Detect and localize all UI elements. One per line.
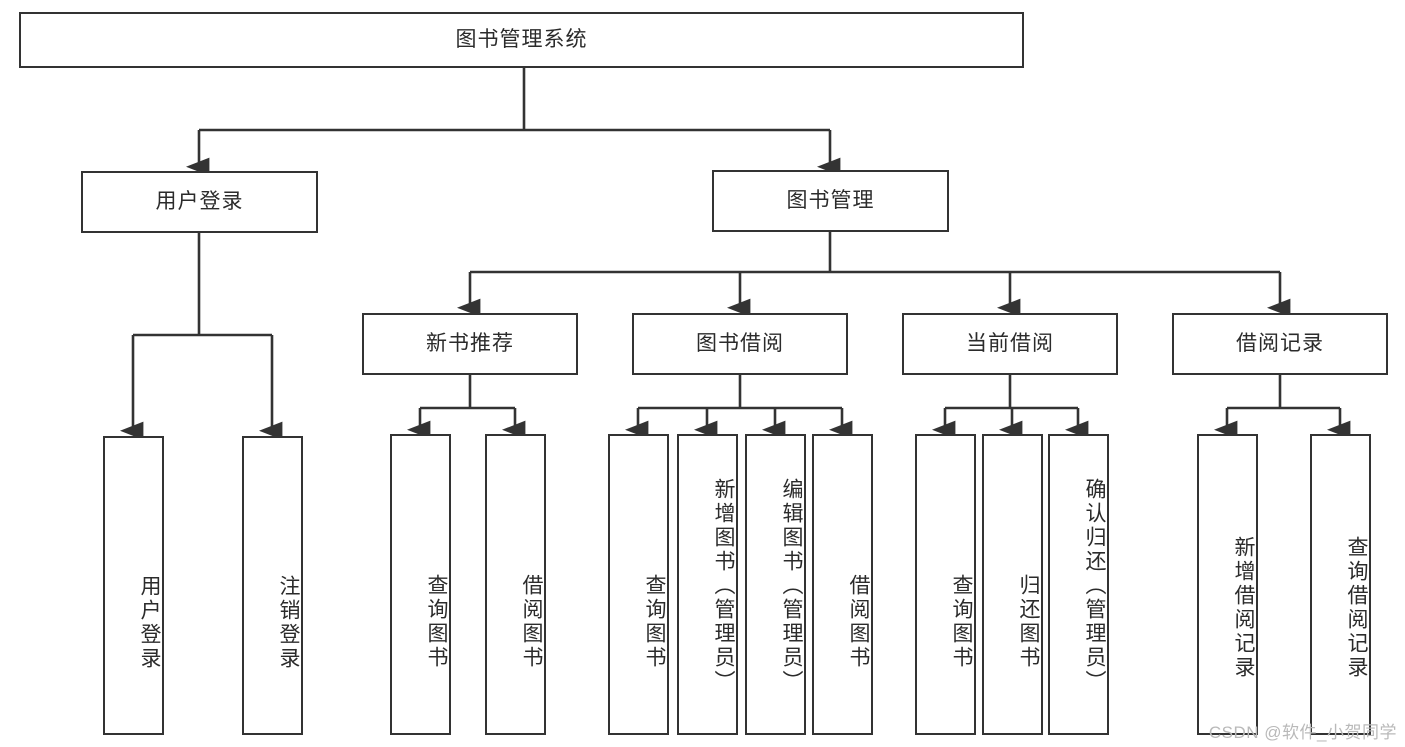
leaf-edit-book-admin[interactable]: 编辑图书（管理员） — [745, 434, 806, 735]
leaf-add-borrow-record[interactable]: 新增借阅记录 — [1197, 434, 1258, 735]
leaf-query-book-recommend[interactable]: 查询图书 — [390, 434, 451, 735]
node-label: 用户登录 — [155, 189, 244, 213]
leaf-query-borrow-record[interactable]: 查询借阅记录 — [1310, 434, 1371, 735]
leaf-borrow-book[interactable]: 借阅图书 — [812, 434, 873, 735]
node-label: 查询借阅记录 — [1345, 535, 1368, 680]
node-user-login[interactable]: 用户登录 — [81, 171, 318, 233]
leaf-logout[interactable]: 注销登录 — [242, 436, 303, 735]
leaf-confirm-return-admin[interactable]: 确认归还（管理员） — [1048, 434, 1109, 735]
node-label: 新增图书（管理员） — [712, 477, 735, 694]
node-book-management[interactable]: 图书管理 — [712, 170, 949, 232]
leaf-user-login[interactable]: 用户登录 — [103, 436, 164, 735]
node-label: 图书管理 — [786, 188, 875, 212]
node-label: 新增借阅记录 — [1232, 535, 1255, 680]
node-book-borrow[interactable]: 图书借阅 — [632, 313, 848, 375]
node-borrow-record[interactable]: 借阅记录 — [1172, 313, 1388, 375]
node-label: 当前借阅 — [966, 331, 1054, 355]
leaf-query-book-borrow[interactable]: 查询图书 — [608, 434, 669, 735]
node-label: 借阅图书 — [520, 573, 543, 670]
node-label: 查询图书 — [425, 573, 448, 670]
node-label: 确认归还（管理员） — [1083, 477, 1106, 694]
node-label: 图书借阅 — [696, 331, 784, 355]
leaf-return-book[interactable]: 归还图书 — [982, 434, 1043, 735]
leaf-borrow-book-recommend[interactable]: 借阅图书 — [485, 434, 546, 735]
leaf-add-book-admin[interactable]: 新增图书（管理员） — [677, 434, 738, 735]
node-label: 查询图书 — [950, 573, 973, 670]
node-label: 新书推荐 — [426, 331, 514, 355]
node-label: 查询图书 — [643, 573, 666, 670]
leaf-query-book-current[interactable]: 查询图书 — [915, 434, 976, 735]
node-label: 注销登录 — [277, 574, 300, 671]
node-label: 归还图书 — [1017, 573, 1040, 670]
node-label: 用户登录 — [138, 574, 161, 671]
watermark-text: CSDN @软件_小贺同学 — [1208, 723, 1397, 742]
node-label: 图书管理系统 — [455, 27, 588, 51]
node-label: 编辑图书（管理员） — [780, 477, 803, 694]
node-new-book-recommend[interactable]: 新书推荐 — [362, 313, 578, 375]
node-current-borrow[interactable]: 当前借阅 — [902, 313, 1118, 375]
node-label: 借阅记录 — [1236, 331, 1324, 355]
node-label: 借阅图书 — [847, 573, 870, 670]
node-root-book-management-system[interactable]: 图书管理系统 — [19, 12, 1024, 68]
